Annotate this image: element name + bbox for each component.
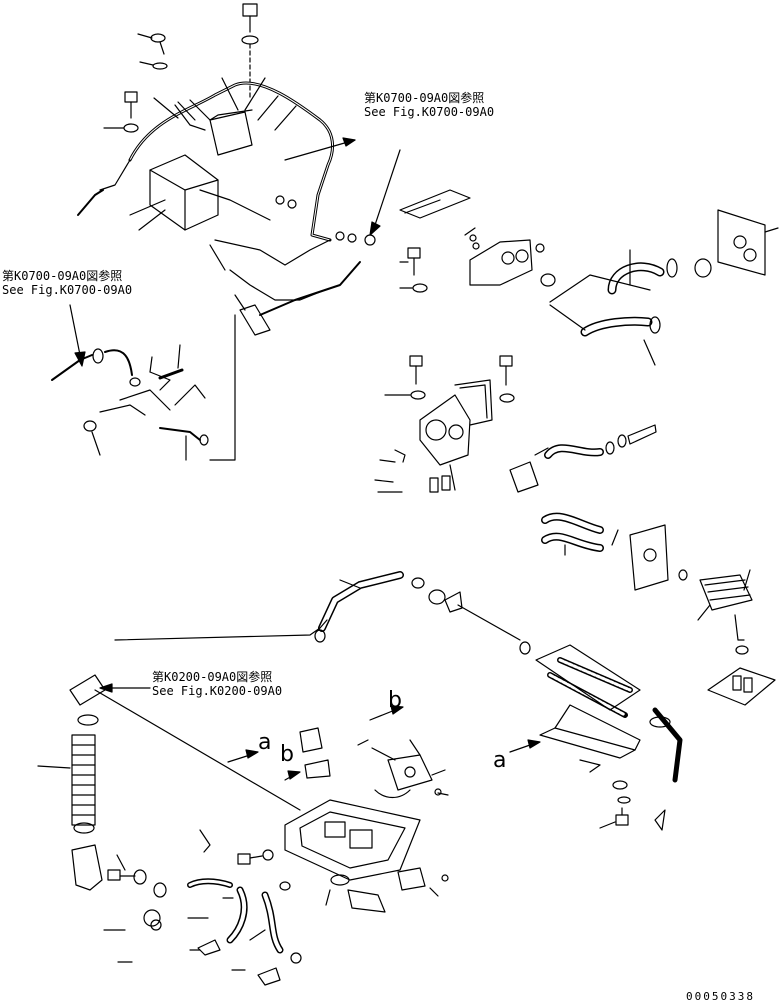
- left-sub-assembly: [51, 304, 209, 461]
- top-right-assembly: [399, 189, 779, 366]
- callout-b-upper: b: [388, 688, 402, 713]
- fig-ref-top: 第K0700-09A0図参照 See Fig.K0700-09A0: [364, 91, 494, 119]
- fig-ref-left-jp: 第K0700-09A0図参照: [2, 269, 123, 283]
- fig-ref-left-en: See Fig.K0700-09A0: [2, 283, 133, 297]
- fig-ref-mid: 第K0200-09A0図参照 See Fig.K0200-09A0: [152, 670, 282, 698]
- top-left-assembly: [77, 3, 401, 461]
- lower-right-bracket: [509, 704, 666, 831]
- fig-ref-mid-en: See Fig.K0200-09A0: [152, 684, 283, 698]
- heater-unit: [374, 355, 657, 493]
- fig-ref-top-jp: 第K0700-09A0図参照: [364, 91, 485, 105]
- fig-ref-top-en: See Fig.K0700-09A0: [364, 105, 495, 119]
- fig-ref-left: 第K0700-09A0図参照 See Fig.K0700-09A0: [2, 269, 132, 297]
- callout-a-right: a: [493, 748, 507, 773]
- document-number: 00050338: [686, 990, 755, 1003]
- center-duct-run: [114, 571, 683, 783]
- middle-right-hoses: [541, 512, 776, 706]
- lower-left-ducts: [37, 674, 301, 963]
- lower-center-unit: [187, 727, 449, 986]
- callout-b-center: b: [280, 742, 294, 767]
- callout-a-center: a: [258, 730, 272, 755]
- callout-arrows: [227, 619, 404, 781]
- fig-ref-mid-jp: 第K0200-09A0図参照: [152, 670, 273, 684]
